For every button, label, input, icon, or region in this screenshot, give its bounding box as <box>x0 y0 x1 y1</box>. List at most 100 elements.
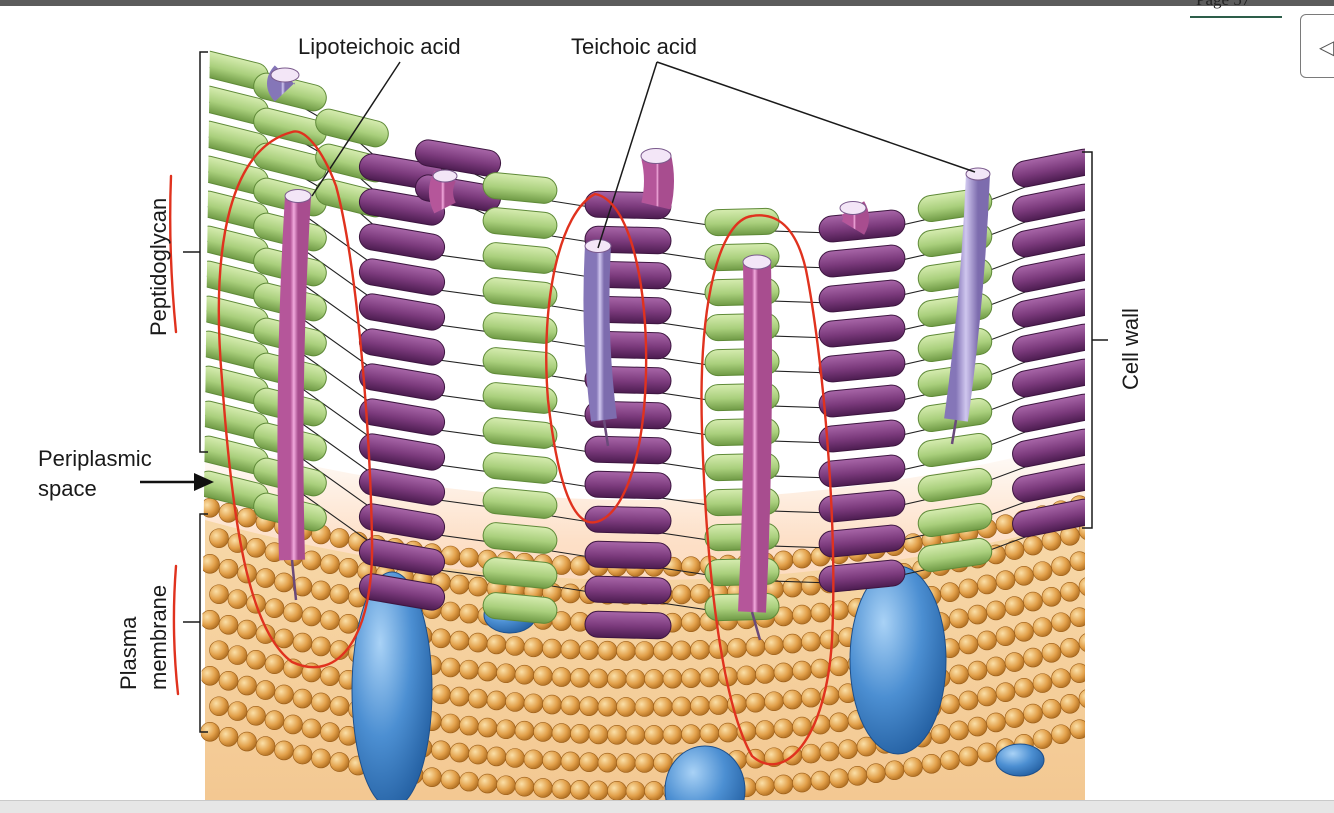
lipid-head <box>330 697 349 716</box>
lipid-head <box>811 771 830 790</box>
lipid-head <box>774 719 793 738</box>
lipid-head <box>1033 730 1052 749</box>
lipid-head <box>460 716 479 735</box>
lipid-head <box>1015 678 1034 697</box>
lipid-head <box>978 575 997 594</box>
lipoteichoic-acid-top-cap <box>840 202 866 215</box>
lipid-head <box>608 669 627 688</box>
lipid-head <box>201 610 220 629</box>
lipid-head <box>441 602 460 621</box>
nag-nam-purple <box>1010 252 1099 294</box>
lipid-head <box>1015 622 1034 641</box>
lipid-head <box>228 590 247 609</box>
lipid-head <box>959 579 978 598</box>
lipid-head <box>265 599 284 618</box>
lipid-head <box>238 620 257 639</box>
lipid-head <box>1033 618 1052 637</box>
nag-nam-purple <box>1010 182 1099 224</box>
lipid-head <box>330 585 349 604</box>
lipid-head <box>534 778 553 797</box>
lipid-head <box>1061 638 1080 657</box>
label-periplasmic: Periplasmic <box>38 446 152 472</box>
nag-nam-purple <box>818 279 906 313</box>
lipid-head <box>321 667 340 686</box>
lipid-head <box>432 685 451 704</box>
lipid-head <box>552 668 571 687</box>
lipid-head <box>1070 720 1089 739</box>
nag-nam-purple <box>1010 392 1099 434</box>
lipid-head <box>450 631 469 650</box>
lipid-head <box>978 631 997 650</box>
lipid-head <box>201 554 220 573</box>
lipid-head <box>941 695 960 714</box>
lipid-head <box>487 635 506 654</box>
lipoteichoic-acid-rod-cap <box>285 190 311 203</box>
lipid-head <box>515 721 534 740</box>
periplasmic-arrow <box>140 473 214 491</box>
lipid-head <box>1024 704 1043 723</box>
lipoteichoic-acid-top-cap <box>433 170 457 182</box>
lipid-head <box>922 754 941 773</box>
lipid-head <box>802 744 821 763</box>
nag-nam-purple <box>357 362 446 402</box>
lipid-head <box>497 664 516 683</box>
lipid-head <box>700 724 719 743</box>
lipid-head <box>931 725 950 744</box>
lipid-head <box>423 768 442 787</box>
nag-nam-purple <box>585 576 672 604</box>
lipid-head <box>996 683 1015 702</box>
lipid-head <box>571 668 590 687</box>
lipid-head <box>1042 531 1061 550</box>
lipid-head <box>1052 557 1071 576</box>
lipid-head <box>228 646 247 665</box>
lipid-head <box>321 723 340 742</box>
lipid-head <box>941 583 960 602</box>
lipid-head <box>302 551 321 570</box>
lipid-head <box>996 627 1015 646</box>
lipid-head <box>330 753 349 772</box>
lipid-head <box>275 685 294 704</box>
lipid-head <box>487 691 506 710</box>
lipid-head <box>663 669 682 688</box>
nag-nam-purple <box>585 506 672 534</box>
lipid-head <box>497 776 516 795</box>
nag-nam-purple <box>357 222 446 262</box>
label-cell-wall: Cell wall <box>1118 308 1144 390</box>
lipid-head <box>210 585 229 604</box>
lipid-head <box>478 774 497 793</box>
lipid-head <box>820 742 839 761</box>
lipid-head <box>210 697 229 716</box>
lipid-head <box>737 666 756 685</box>
label-membrane: membrane <box>146 585 172 690</box>
lipid-head <box>580 753 599 772</box>
lipid-head <box>598 697 617 716</box>
nag-nam-purple <box>585 541 672 569</box>
lipid-head <box>617 753 636 772</box>
lipid-head <box>1024 648 1043 667</box>
lipid-head <box>275 741 294 760</box>
lipid-head <box>635 697 654 716</box>
lipid-head <box>746 637 765 656</box>
nag-nam-purple <box>357 327 446 367</box>
lipid-head <box>552 780 571 799</box>
lipid-head <box>950 665 969 684</box>
lipid-head <box>247 538 266 557</box>
nag-nam-green <box>313 106 391 149</box>
lipoteichoic-acid-top-cap <box>641 149 671 164</box>
nag-nam-purple <box>357 397 446 437</box>
lipid-head <box>598 753 617 772</box>
lipid-head <box>441 714 460 733</box>
lipid-head <box>589 725 608 744</box>
lipid-head <box>1052 725 1071 744</box>
lipid-head <box>774 663 793 682</box>
lipid-head <box>598 641 617 660</box>
lipid-head <box>672 641 691 660</box>
lipid-head <box>959 635 978 654</box>
lipid-head <box>811 603 830 622</box>
label-peptidoglycan: Peptidoglycan <box>146 198 172 336</box>
lipid-head <box>1052 613 1071 632</box>
lipid-head <box>1042 643 1061 662</box>
lipid-head <box>201 666 220 685</box>
